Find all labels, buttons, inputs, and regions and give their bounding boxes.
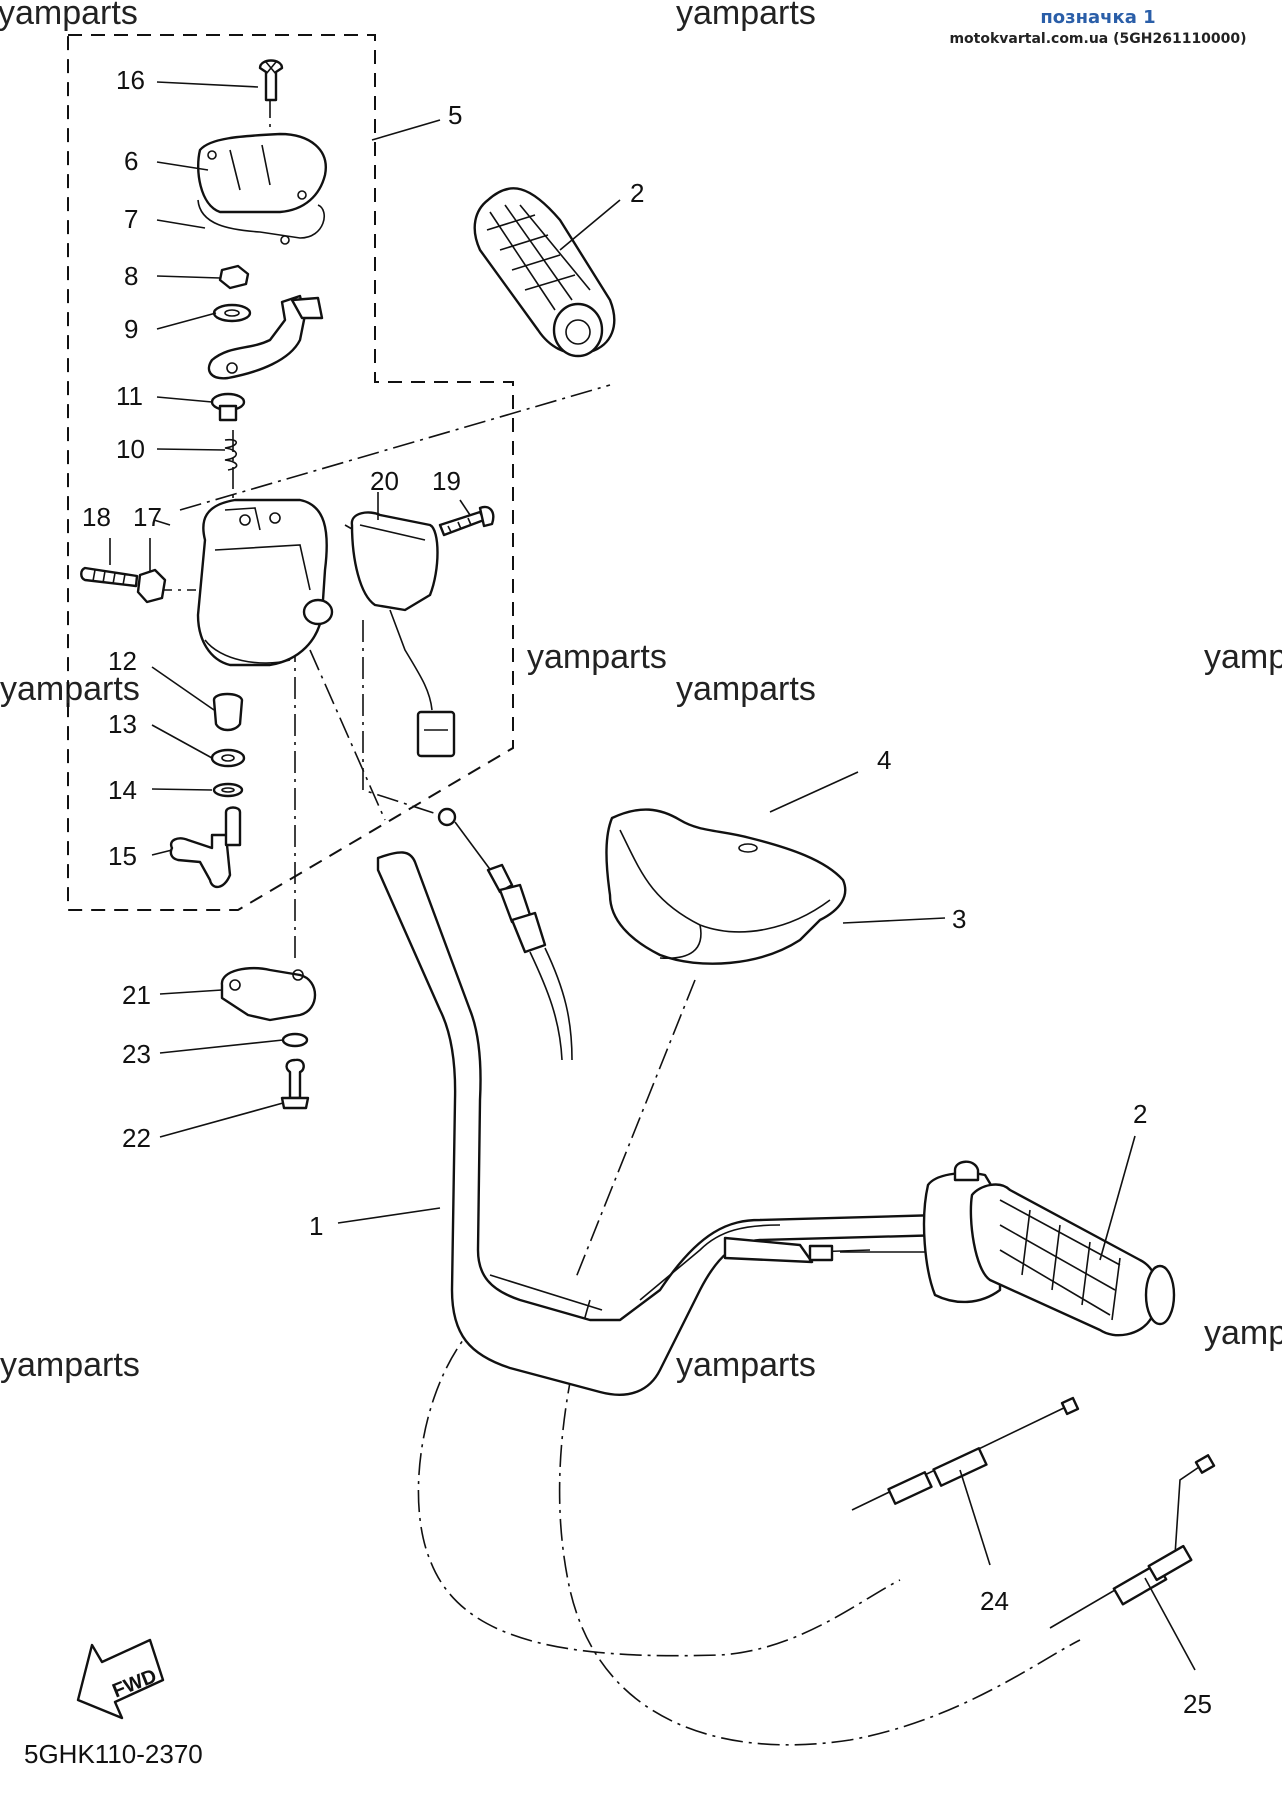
callout-23: 23 [122, 1039, 151, 1069]
callout-25: 25 [1183, 1689, 1212, 1719]
callout-14: 14 [108, 775, 137, 805]
switch-parts [80, 59, 495, 1110]
callout-17: 17 [133, 502, 162, 532]
callout-24: 24 [980, 1586, 1009, 1616]
callout-8: 8 [124, 261, 138, 291]
callout-13: 13 [108, 709, 137, 739]
callout-3: 3 [952, 904, 966, 934]
callout-19: 19 [432, 466, 461, 496]
header-source: motokvartal.com.ua (5GH261110000) [949, 31, 1246, 47]
assembly-boundary [67, 34, 514, 911]
grip-right [922, 1160, 1176, 1337]
callout-18: 18 [82, 502, 111, 532]
callout-2-right: 2 [1133, 1099, 1147, 1129]
cable-on-bar [723, 1236, 925, 1264]
watermarks: yamparts yamparts yamparts yamparts yamp… [0, 0, 1282, 1384]
callout-22: 22 [122, 1123, 151, 1153]
watermark: yamparts [0, 670, 140, 708]
diagram-code: 5GHK110-2370 [24, 1739, 203, 1769]
callout-20: 20 [370, 466, 399, 496]
header-label: позначка 1 [1040, 7, 1155, 28]
callout-10: 10 [116, 434, 145, 464]
watermark: yamparts [676, 670, 816, 708]
callouts: 16 6 7 8 9 11 10 18 17 12 13 14 15 21 23… [82, 65, 1212, 1719]
cable-25 [1049, 1454, 1216, 1629]
callout-16: 16 [116, 65, 145, 95]
callout-7: 7 [124, 204, 138, 234]
watermark: yamparts [527, 638, 667, 676]
watermark: yamparts [676, 0, 816, 32]
cable-24 [851, 1396, 1080, 1511]
handlebar-cover [605, 808, 847, 965]
callout-11: 11 [116, 381, 143, 411]
cable-top [437, 807, 573, 1061]
callout-2-top: 2 [630, 178, 644, 208]
watermark: yamparts [0, 1346, 140, 1384]
watermark: yamparts [1204, 1314, 1282, 1352]
watermark: yamparts [1204, 638, 1282, 676]
callout-21: 21 [122, 980, 151, 1010]
callout-4: 4 [877, 745, 891, 775]
grip-top [473, 187, 616, 358]
watermark: yamparts [676, 1346, 816, 1384]
callout-5: 5 [448, 100, 462, 130]
fwd-arrow-icon: FWD [76, 1638, 165, 1720]
watermark: yamparts [0, 0, 138, 32]
leader-lines [109, 81, 1196, 1671]
callout-9: 9 [124, 314, 138, 344]
callout-12: 12 [108, 646, 137, 676]
callout-1: 1 [309, 1211, 323, 1241]
callout-6: 6 [124, 146, 138, 176]
callout-15: 15 [108, 841, 137, 871]
